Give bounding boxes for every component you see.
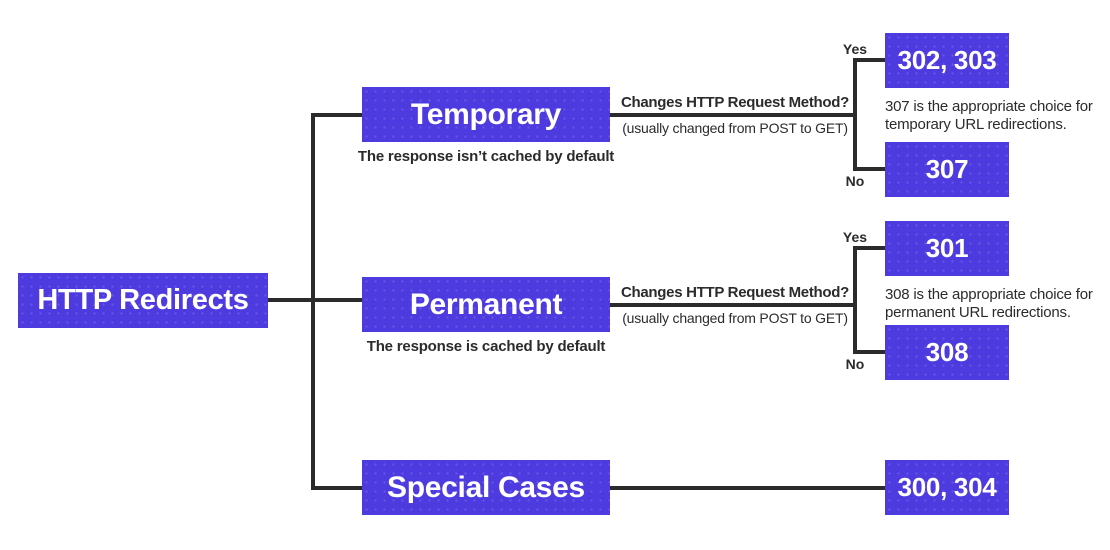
node-308: 308: [885, 325, 1009, 380]
permanent-no-label: No: [845, 356, 865, 372]
temporary-yes-label: Yes: [842, 41, 868, 57]
node-permanent-label: Permanent: [409, 287, 563, 321]
node-308-label: 308: [925, 337, 969, 367]
temporary-note: 307 is the appropriate choice for tempor…: [885, 98, 1093, 133]
temporary-question-sub: (usually changed from POST to GET): [622, 120, 848, 136]
node-special-cases: Special Cases: [362, 460, 610, 515]
node-307: 307: [885, 142, 1009, 197]
node-permanent: Permanent: [362, 277, 610, 332]
temporary-no-label: No: [845, 173, 865, 189]
node-300-304: 300, 304: [885, 460, 1009, 515]
node-300-304-label: 300, 304: [897, 472, 997, 502]
permanent-question-sub: (usually changed from POST to GET): [622, 310, 848, 326]
permanent-caption: The response is cached by default: [366, 338, 606, 355]
permanent-question: Changes HTTP Request Method?: [620, 284, 849, 301]
node-307-label: 307: [925, 154, 969, 184]
node-special-cases-label: Special Cases: [387, 470, 585, 504]
temporary-caption: The response isn’t cached by default: [357, 148, 615, 165]
node-http-redirects-label: HTTP Redirects: [37, 284, 249, 316]
node-temporary: Temporary: [362, 87, 610, 142]
node-http-redirects: HTTP Redirects: [18, 273, 268, 328]
node-temporary-label: Temporary: [410, 97, 562, 131]
node-301: 301: [885, 221, 1009, 276]
permanent-note: 308 is the appropriate choice for perman…: [885, 286, 1093, 321]
node-301-label: 301: [925, 233, 969, 263]
node-302-303: 302, 303: [885, 33, 1009, 88]
temporary-question: Changes HTTP Request Method?: [620, 94, 849, 111]
permanent-yes-label: Yes: [842, 229, 868, 245]
node-302-303-label: 302, 303: [897, 45, 997, 75]
